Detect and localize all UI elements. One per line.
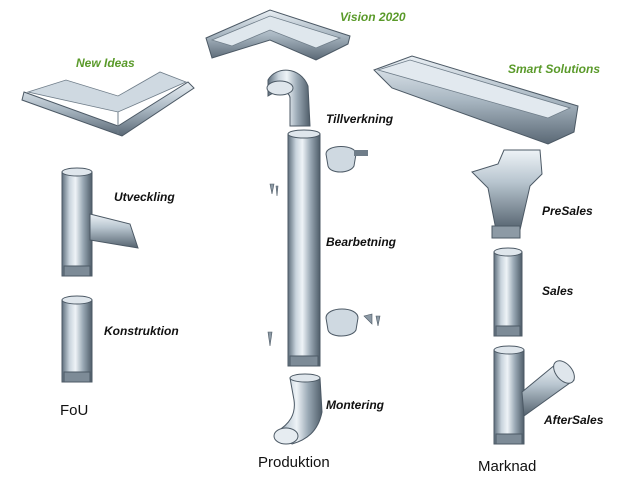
caption-marknad: Marknad	[478, 458, 537, 475]
heading-new-ideas: New Ideas	[76, 56, 135, 70]
outlet-funnel	[471, 149, 543, 239]
corner-gutter-top	[205, 9, 351, 61]
label-konstruktion: Konstruktion	[104, 324, 179, 338]
outlet-bend	[273, 373, 323, 445]
heading-vision: Vision 2020	[340, 10, 406, 24]
label-presales: PreSales	[542, 204, 593, 218]
label-sales: Sales	[542, 284, 574, 298]
pipe-bracket-bottom	[267, 308, 381, 347]
corner-gutter-left	[21, 71, 195, 137]
caption-fou: FoU	[60, 402, 89, 419]
short-pipe-right	[493, 247, 523, 337]
y-branch-pipe	[493, 345, 575, 445]
label-utveckling: Utveckling	[114, 190, 175, 204]
top-elbow	[266, 69, 311, 127]
label-aftersales: AfterSales	[544, 413, 604, 427]
caption-produktion: Produktion	[258, 454, 330, 471]
label-montering: Montering	[326, 398, 384, 412]
pipe-bracket-top	[269, 146, 368, 197]
straight-gutter	[373, 55, 579, 145]
short-pipe-left	[61, 295, 93, 383]
label-bearbetning: Bearbetning	[326, 235, 397, 249]
label-tillverkning: Tillverkning	[326, 112, 394, 126]
long-downpipe	[287, 129, 321, 367]
heading-smart-solutions: Smart Solutions	[508, 62, 601, 76]
t-branch-pipe	[61, 167, 139, 277]
